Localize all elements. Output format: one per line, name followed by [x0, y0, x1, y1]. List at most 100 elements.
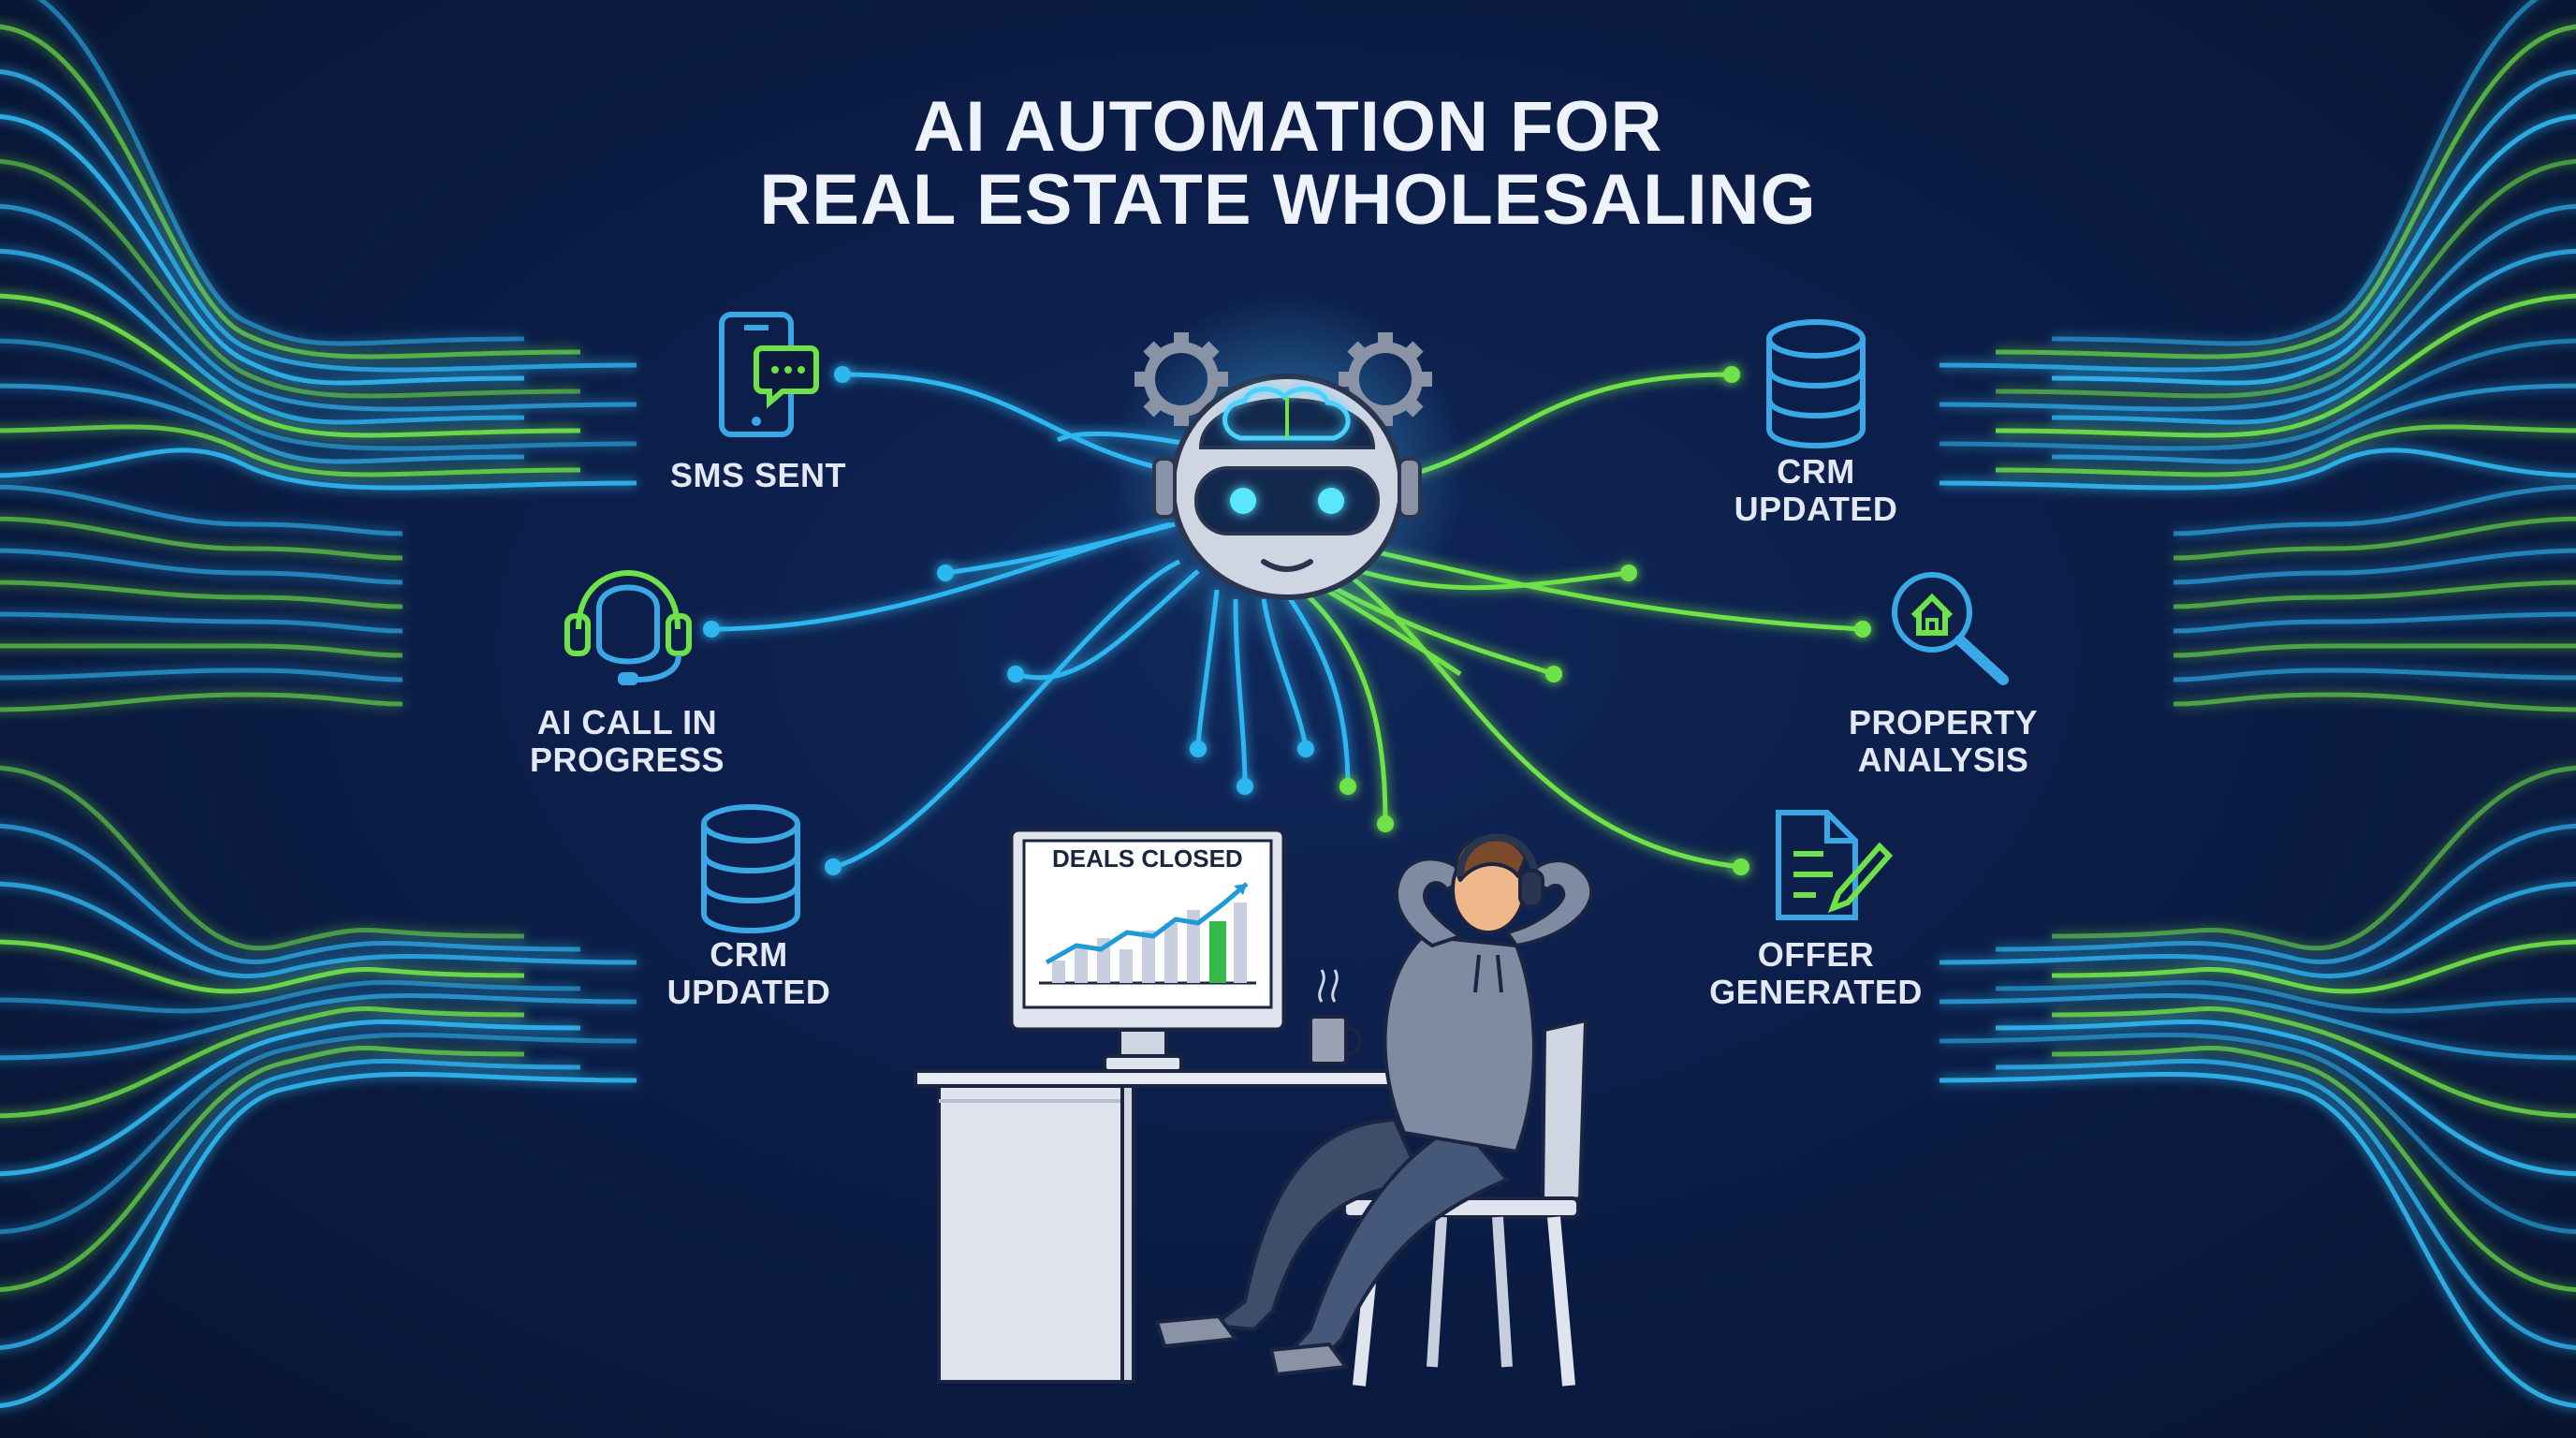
circuit-line	[2173, 643, 2576, 658]
circuit-line	[0, 204, 637, 412]
circuit-line	[0, 114, 525, 386]
coffee-mug	[1309, 969, 1362, 1065]
circuit-line	[2051, 939, 2576, 994]
circuit-line	[0, 69, 637, 373]
label-offer-generated-line2: GENERATED	[1709, 973, 1923, 1011]
circuit-line	[0, 766, 525, 951]
circuit-line	[1939, 338, 2576, 451]
right-circuit-lines	[1939, 0, 2576, 1408]
circuit-line	[2173, 692, 2576, 712]
circuit-line	[37, 0, 525, 346]
circuit-line	[0, 692, 403, 712]
circuit-line	[1995, 1019, 2576, 1177]
circuit-line	[0, 248, 525, 425]
circuit-line	[1939, 1032, 2576, 1235]
circuit-line	[2051, 114, 2576, 386]
circuit-line	[0, 548, 403, 585]
circuit-line	[2051, 0, 2539, 346]
circuit-line	[0, 516, 403, 561]
label-crm-right-line2: UPDATED	[1734, 490, 1898, 528]
circuit-line	[1995, 824, 2576, 964]
label-property-analysis: PROPERTY ANALYSIS	[1822, 704, 2065, 779]
gear-icon	[1134, 332, 1228, 426]
circuit-line	[0, 1071, 637, 1408]
circuit-line	[0, 611, 403, 634]
circuit-line	[0, 992, 637, 1061]
label-property-analysis-line2: ANALYSIS	[1857, 741, 2029, 779]
circuit-line	[0, 1058, 581, 1350]
label-ai-call-line1: AI CALL IN	[536, 703, 718, 741]
connector-dots	[703, 366, 1871, 875]
circuit-line	[0, 643, 403, 658]
circuit-line	[1995, 159, 2576, 399]
title-line-1: AI AUTOMATION FOR	[913, 87, 1663, 167]
circuit-line	[0, 668, 403, 682]
circuit-line	[0, 1032, 637, 1235]
person-relaxing	[1155, 833, 1594, 1376]
circuit-line	[0, 1005, 525, 1119]
circuit-line	[0, 159, 581, 399]
circuit-line	[1995, 424, 2576, 477]
label-crm-left: CRM UPDATED	[637, 936, 861, 1011]
circuit-line	[0, 1045, 525, 1292]
label-ai-call-line2: PROGRESS	[529, 741, 725, 779]
label-sms-sent: SMS SENT	[669, 456, 847, 494]
left-circuit-lines	[0, 0, 637, 1408]
circuit-line	[2173, 548, 2576, 585]
circuit-line	[2051, 248, 2576, 425]
gear-icon	[1339, 332, 1432, 426]
monitor	[1008, 827, 1287, 1073]
circuit-line	[2173, 611, 2576, 634]
circuit-line	[2173, 516, 2576, 561]
circuit-line	[0, 383, 525, 464]
circuit-line	[0, 424, 581, 477]
circuit-line	[1939, 992, 2576, 1061]
circuit-line	[0, 1019, 581, 1177]
circuit-line	[0, 448, 637, 491]
circuit-line	[0, 979, 581, 1014]
house-magnifier-icon	[1892, 572, 2009, 685]
circuit-line	[1995, 1058, 2576, 1350]
circuit-line	[0, 939, 525, 994]
deals-chart	[1039, 882, 1256, 985]
document-pen-icon	[1776, 810, 1894, 920]
circuit-line	[2051, 1005, 2576, 1119]
database-icon	[1766, 319, 1866, 448]
database-icon	[701, 804, 800, 933]
headset-icon	[564, 570, 692, 685]
circuit-line	[1995, 24, 2576, 360]
circuit-line	[2173, 484, 2576, 536]
label-offer-generated: OFFER GENERATED	[1685, 936, 1947, 1011]
circuit-line	[0, 293, 581, 438]
circuit-line	[1939, 881, 2576, 979]
label-property-analysis-line1: PROPERTY	[1848, 703, 2039, 741]
circuit-line	[2173, 580, 2576, 609]
circuit-line	[2051, 1045, 2576, 1292]
label-ai-call: AI CALL IN PROGRESS	[505, 704, 749, 779]
circuit-line	[0, 338, 637, 451]
label-offer-generated-line1: OFFER	[1757, 935, 1875, 974]
monitor-chart-title: DEALS CLOSED	[1052, 844, 1243, 873]
smartphone-chat-icon	[719, 312, 819, 437]
circuit-line	[0, 881, 637, 979]
circuit-line	[0, 24, 581, 360]
circuit-line	[0, 580, 403, 609]
label-crm-left-line1: CRM	[710, 935, 788, 974]
circuit-line	[2051, 383, 2576, 464]
circuit-line	[0, 824, 581, 964]
desk	[914, 1069, 1423, 1384]
circuit-line	[1939, 69, 2576, 373]
circuit-line	[0, 484, 403, 536]
label-crm-right: CRM UPDATED	[1704, 453, 1928, 528]
label-crm-left-line2: UPDATED	[666, 973, 831, 1011]
title-line-2: REAL ESTATE WHOLESALING	[759, 160, 1817, 240]
circuit-line	[1939, 1071, 2576, 1408]
circuit-line	[1939, 204, 2576, 412]
circuit-line	[1995, 293, 2576, 438]
circuit-line	[2051, 766, 2576, 951]
circuit-line	[2173, 668, 2576, 682]
robot-brain-icon	[1109, 295, 1465, 651]
label-crm-right-line1: CRM	[1777, 452, 1855, 491]
